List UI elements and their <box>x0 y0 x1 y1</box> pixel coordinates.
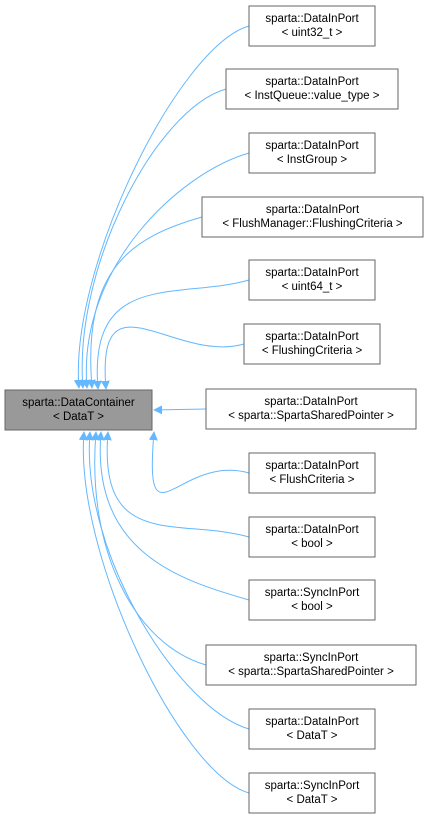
derived-class-name: sparta::SyncInPort <box>265 780 360 792</box>
derived-class-box <box>248 772 376 814</box>
derived-class-box <box>201 196 424 238</box>
inheritance-edge <box>90 431 207 666</box>
derived-class-box <box>248 259 376 301</box>
derived-class-node[interactable]: sparta::DataInPort< uint64_t > <box>248 259 376 301</box>
derived-class-node[interactable]: sparta::DataInPort< bool > <box>248 516 376 558</box>
derived-class-template-arg: < uint32_t > <box>282 27 343 39</box>
inheritance-edge <box>81 152 250 389</box>
inheritance-edge <box>102 431 250 538</box>
inheritance-edge <box>95 431 250 601</box>
derived-class-node[interactable]: sparta::DataInPort< FlushingCriteria > <box>243 323 381 365</box>
derived-class-node[interactable]: sparta::SyncInPort< DataT > <box>248 772 376 814</box>
derived-class-name: sparta::DataInPort <box>265 13 359 25</box>
derived-class-node[interactable]: sparta::DataInPort< FlushCriteria > <box>248 452 376 494</box>
inheritance-edge <box>148 431 250 494</box>
derived-class-node[interactable]: sparta::SyncInPort< sparta::SpartaShared… <box>205 644 417 686</box>
derived-class-template-arg: < bool > <box>291 538 333 550</box>
derived-class-box <box>248 452 376 494</box>
inheritance-edge <box>77 88 227 389</box>
base-class-box <box>4 389 153 431</box>
derived-class-box <box>205 644 417 686</box>
derived-class-name: sparta::DataInPort <box>265 460 359 472</box>
derived-class-node[interactable]: sparta::DataInPort< DataT > <box>248 708 376 750</box>
derived-class-template-arg: < FlushManager::FlushingCriteria > <box>222 218 403 230</box>
derived-class-template-arg: < FlushingCriteria > <box>262 345 363 357</box>
inheritance-edges <box>73 25 250 794</box>
inheritance-edge <box>153 405 207 415</box>
base-class-name: sparta::DataContainer <box>22 397 135 409</box>
inheritance-edge <box>73 25 250 389</box>
derived-class-box <box>243 323 381 365</box>
derived-class-name: sparta::DataInPort <box>265 140 359 152</box>
derived-class-node[interactable]: sparta::DataInPort< FlushManager::Flushi… <box>201 196 424 238</box>
derived-class-node[interactable]: sparta::DataInPort< InstQueue::value_typ… <box>225 68 399 110</box>
derived-class-box <box>248 5 376 47</box>
derived-class-template-arg: < DataT > <box>287 730 338 742</box>
inheritance-edge <box>84 431 250 730</box>
derived-class-box <box>248 132 376 174</box>
derived-class-template-arg: < sparta::SpartaSharedPointer > <box>228 666 394 678</box>
derived-class-box <box>205 388 417 430</box>
derived-class-box <box>248 579 376 621</box>
base-class-template-arg: < DataT > <box>53 411 104 423</box>
derived-class-name: sparta::SyncInPort <box>265 587 360 599</box>
derived-class-node[interactable]: sparta::SyncInPort< bool > <box>248 579 376 621</box>
inheritance-edge <box>86 216 203 389</box>
derived-class-name: sparta::DataInPort <box>265 76 359 88</box>
derived-class-node[interactable]: sparta::DataInPort< InstGroup > <box>248 132 376 174</box>
derived-class-name: sparta::DataInPort <box>265 331 359 343</box>
derived-class-node[interactable]: sparta::DataInPort< sparta::SpartaShared… <box>205 388 417 430</box>
derived-class-name: sparta::DataInPort <box>265 524 359 536</box>
derived-class-template-arg: < InstGroup > <box>277 154 348 166</box>
derived-class-template-arg: < DataT > <box>287 794 338 806</box>
inheritance-edge <box>92 279 250 390</box>
derived-class-box <box>248 708 376 750</box>
derived-class-name: sparta::DataInPort <box>264 396 358 408</box>
derived-class-template-arg: < sparta::SpartaSharedPointer > <box>228 410 394 422</box>
derived-class-box <box>225 68 399 110</box>
derived-class-template-arg: < FlushCriteria > <box>269 474 354 486</box>
derived-class-nodes: sparta::DataInPort< uint32_t >sparta::Da… <box>201 5 424 814</box>
derived-class-name: sparta::DataInPort <box>265 716 359 728</box>
derived-class-template-arg: < uint64_t > <box>282 281 343 293</box>
derived-class-name: sparta::SyncInPort <box>264 652 359 664</box>
derived-class-node[interactable]: sparta::DataInPort< uint32_t > <box>248 5 376 47</box>
derived-class-template-arg: < bool > <box>291 601 333 613</box>
base-class-node[interactable]: sparta::DataContainer < DataT > <box>4 389 153 431</box>
derived-class-name: sparta::DataInPort <box>266 204 360 216</box>
derived-class-name: sparta::DataInPort <box>265 267 359 279</box>
inheritance-edge <box>78 431 250 794</box>
inheritance-edge <box>100 326 245 390</box>
derived-class-box <box>248 516 376 558</box>
derived-class-template-arg: < InstQueue::value_type > <box>245 90 380 102</box>
